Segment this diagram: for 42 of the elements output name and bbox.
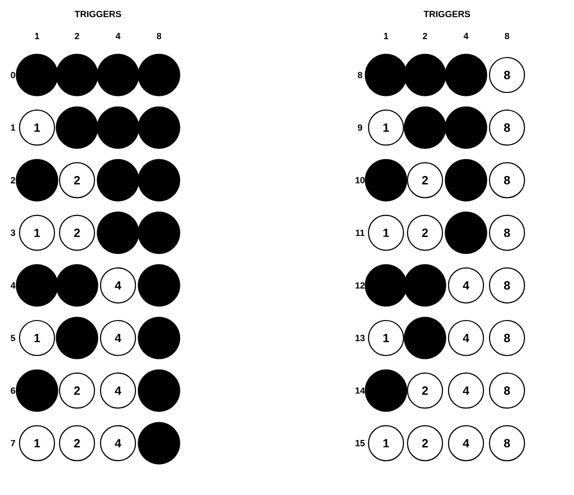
filled-circle xyxy=(444,212,488,254)
filled-circle xyxy=(404,264,446,307)
filled-circle xyxy=(56,264,98,307)
filled-circle xyxy=(404,316,446,360)
filled-circle xyxy=(364,264,408,307)
filled-circle xyxy=(364,159,408,202)
filled-circle xyxy=(138,316,180,360)
filled-circle xyxy=(138,106,180,149)
filled-circle xyxy=(138,264,180,307)
filled-circle xyxy=(56,316,98,360)
column-heading: TRIGGERS xyxy=(424,10,470,18)
column-number: 2 xyxy=(74,32,80,40)
filled-circle xyxy=(56,106,98,149)
filled-circle xyxy=(16,54,58,96)
filled-circle xyxy=(138,369,180,412)
column-number: 4 xyxy=(464,32,468,40)
filled-circle xyxy=(56,54,98,96)
filled-circle xyxy=(96,106,140,149)
filled-circle xyxy=(138,212,180,254)
filled-circle xyxy=(404,54,446,96)
filled-circle xyxy=(138,422,180,464)
column-number: 8 xyxy=(156,32,162,40)
filled-circle xyxy=(96,159,140,202)
filled-circle xyxy=(16,369,58,412)
filled-circle xyxy=(444,106,488,149)
filled-circle xyxy=(444,159,488,202)
filled-circle xyxy=(96,54,140,96)
column-number: 1 xyxy=(384,32,388,40)
column-heading: TRIGGERS xyxy=(74,10,122,18)
filled-circle xyxy=(364,54,408,96)
column-number: 8 xyxy=(504,32,510,40)
column-number: 1 xyxy=(35,32,40,40)
filled-circle xyxy=(364,369,408,412)
filled-circle xyxy=(16,264,58,307)
filled-circle xyxy=(138,54,180,96)
column-number: 4 xyxy=(116,32,120,40)
column-number: 2 xyxy=(422,32,428,40)
filled-circle xyxy=(138,159,180,202)
filled-circle xyxy=(444,54,488,96)
filled-circle xyxy=(404,106,446,149)
filled-circle xyxy=(16,159,58,202)
filled-circle xyxy=(96,212,140,254)
